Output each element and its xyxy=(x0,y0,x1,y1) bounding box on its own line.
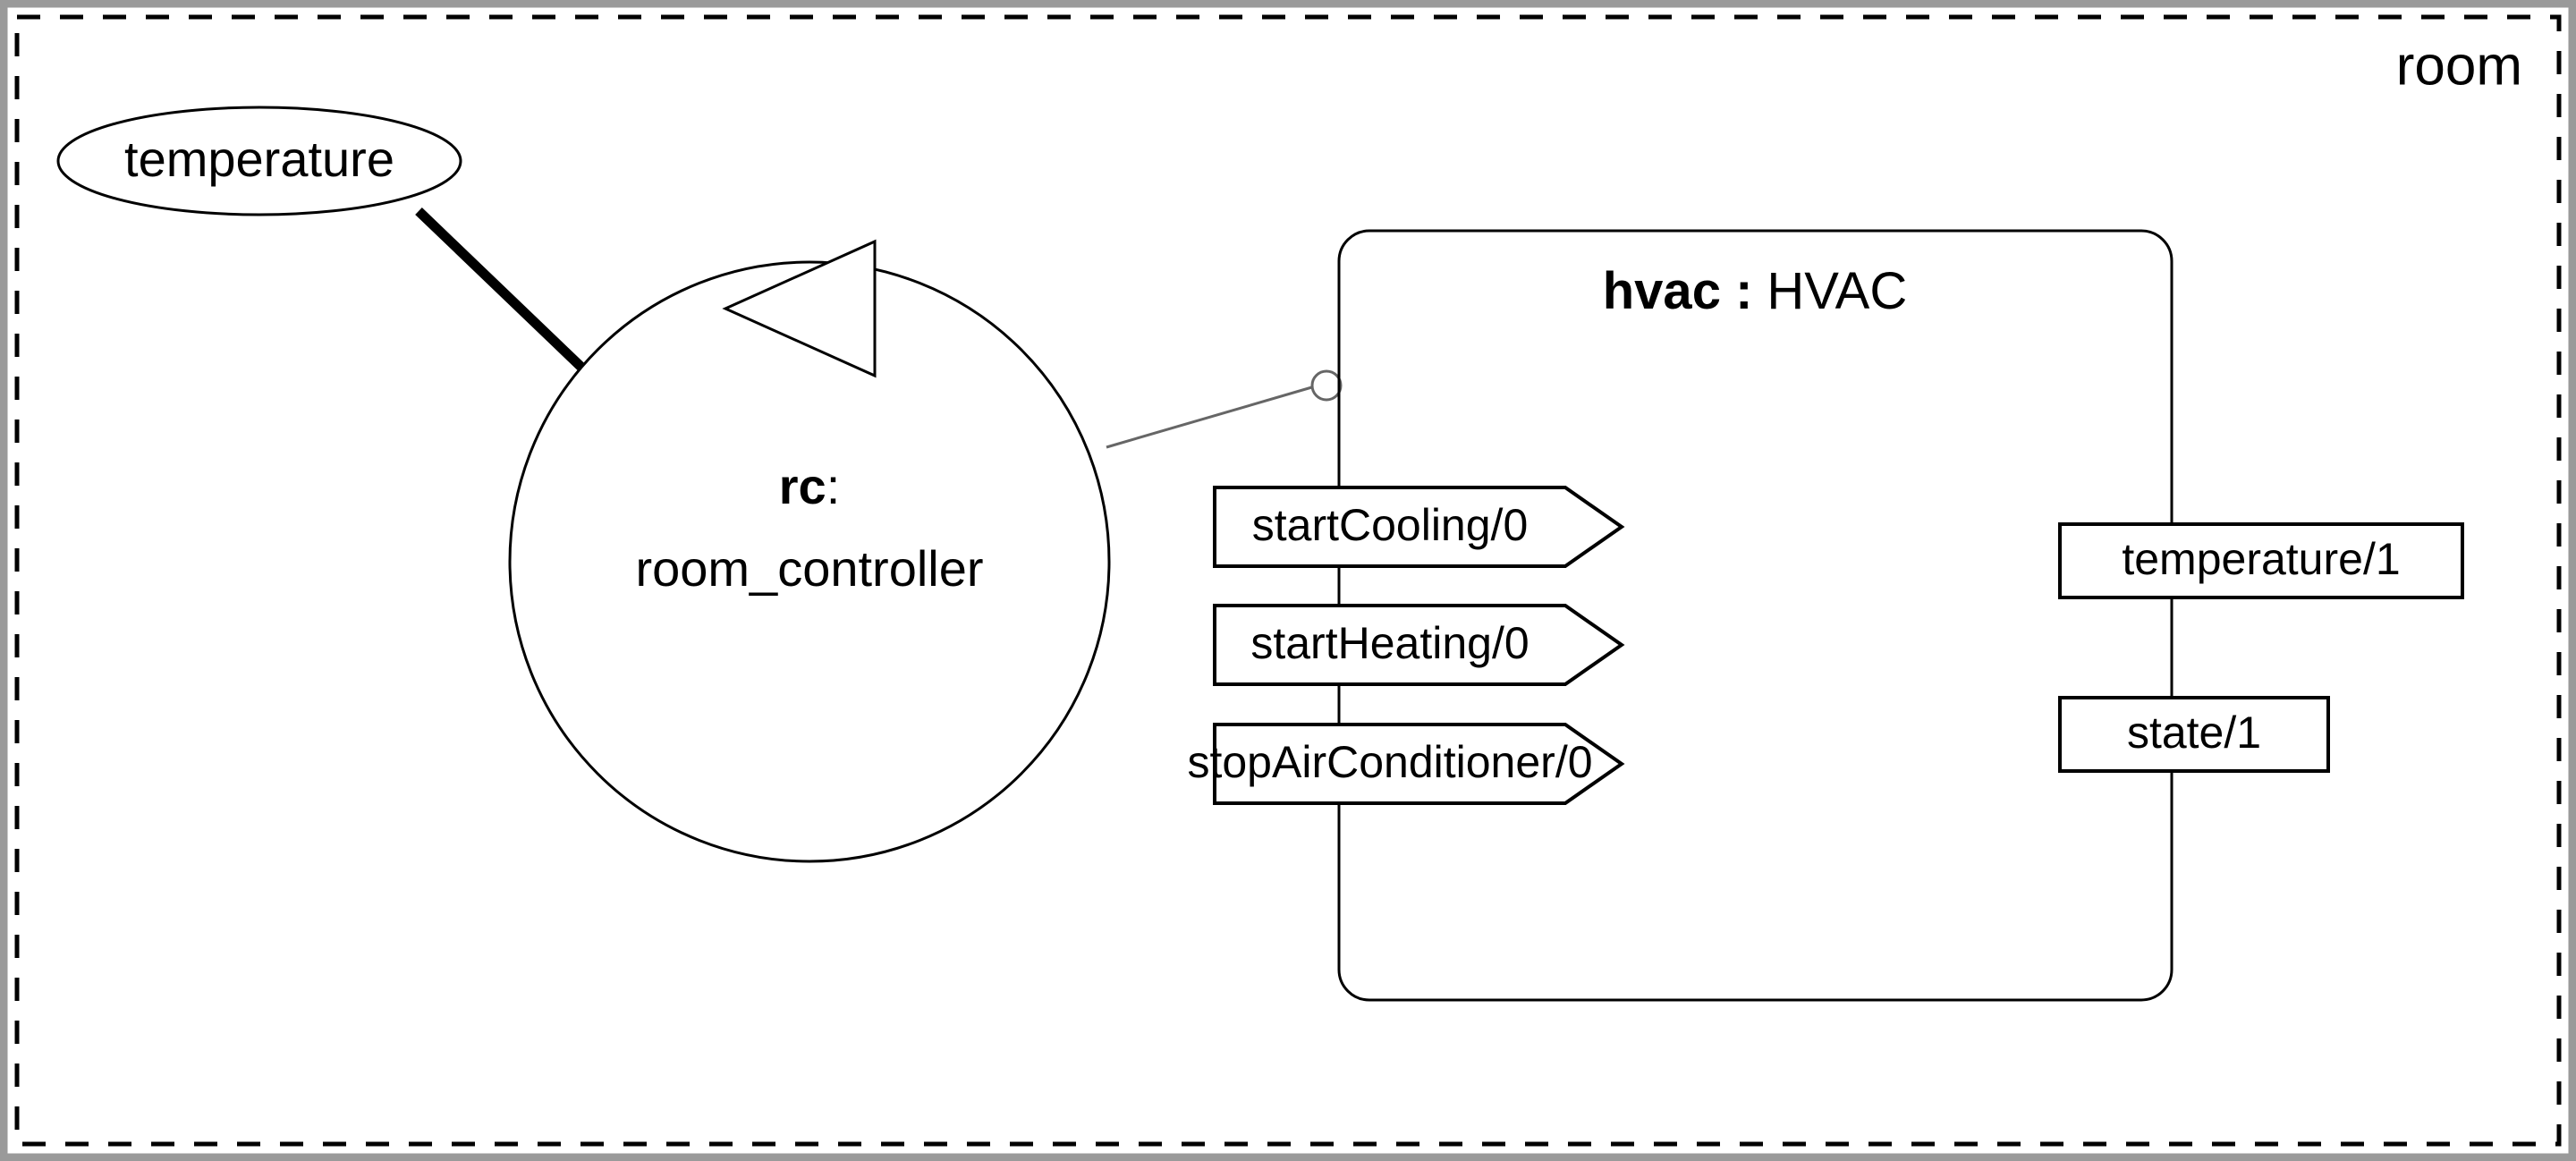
signal-port-start-cooling[interactable]: startCooling/0 xyxy=(1213,486,1625,568)
hvac-component-name: hvac : xyxy=(1603,262,1753,320)
assembly-connector-line xyxy=(1106,385,1316,449)
temperature-link-line xyxy=(415,208,596,381)
room-label: room xyxy=(2396,35,2522,97)
signal-port-shape xyxy=(1213,604,1625,686)
temperature-port-ellipse[interactable] xyxy=(56,106,462,216)
hvac-component-title: hvac :HVAC xyxy=(1603,262,1907,320)
temperature-port-label: temperature xyxy=(124,131,394,187)
signal-port-shape xyxy=(1213,486,1625,568)
value-port-shape xyxy=(2058,522,2464,599)
signal-port-label: startCooling/0 xyxy=(1252,500,1529,550)
signal-port-stop-air-conditioner[interactable]: stopAirConditioner/0 xyxy=(1187,723,1625,805)
signal-port-start-heating[interactable]: startHeating/0 xyxy=(1213,604,1625,686)
value-port-temperature[interactable]: temperature/1 xyxy=(2058,522,2464,599)
signal-port-label: startHeating/0 xyxy=(1250,618,1529,668)
provided-interface-triangle-icon xyxy=(722,239,877,378)
value-port-state[interactable]: state/1 xyxy=(2058,696,2330,773)
room-controller-circle[interactable] xyxy=(508,260,1111,863)
signal-port-shape xyxy=(1213,723,1625,805)
value-port-shape xyxy=(2058,696,2330,773)
assembly-connector-socket-icon xyxy=(1310,369,1343,402)
room-controller-name: rc: xyxy=(779,458,841,514)
room-controller-name-bold: rc xyxy=(779,458,826,514)
room-controller-type: room_controller xyxy=(635,540,983,597)
room-controller-name-colon: : xyxy=(826,458,841,514)
value-port-label: state/1 xyxy=(2127,708,2261,758)
signal-port-label: stopAirConditioner/0 xyxy=(1187,737,1592,787)
hvac-component-type: HVAC xyxy=(1767,262,1907,320)
value-port-label: temperature/1 xyxy=(2122,534,2400,584)
